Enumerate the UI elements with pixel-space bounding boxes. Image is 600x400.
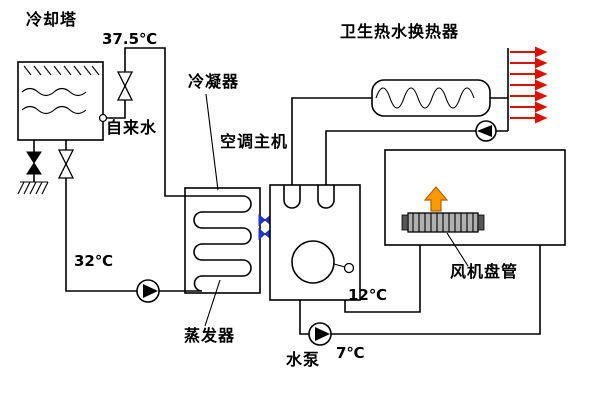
label-temp-7: 7℃ xyxy=(336,344,365,362)
compressor-icon xyxy=(291,240,335,284)
hot-water-outlet-arrows-icon xyxy=(510,46,548,124)
hx-coil xyxy=(375,87,475,109)
hot-water-heat-exchanger xyxy=(291,46,548,185)
label-cooling-tower: 冷却塔 xyxy=(26,10,78,29)
condenser-pointer-line xyxy=(205,93,219,191)
return-valve-icon xyxy=(116,71,134,101)
supply-valve-icon xyxy=(57,149,75,179)
drain-assembly xyxy=(17,140,49,195)
label-fan-coil: 风机盘管 xyxy=(450,262,519,281)
ac-top-connection-right xyxy=(317,185,335,209)
cooling-water-pump-icon xyxy=(136,279,160,303)
chilled-water-pump-icon xyxy=(308,322,332,346)
label-condenser: 冷凝器 xyxy=(188,72,240,91)
hx-return-pipe xyxy=(325,130,508,185)
fan-coil-zone xyxy=(384,149,566,267)
airflow-up-arrow-icon xyxy=(423,186,449,212)
label-evaporator: 蒸发器 xyxy=(184,326,236,345)
ac-main-unit xyxy=(269,184,361,301)
spray-nozzles-icon xyxy=(23,65,100,76)
label-ac-main-unit: 空调主机 xyxy=(220,132,289,151)
serpentine-coil xyxy=(185,195,252,292)
ac-top-connection-left xyxy=(283,185,301,209)
chilled-return-pipe xyxy=(344,245,421,313)
cooling-tower xyxy=(17,61,108,141)
chilled-supply-pipe xyxy=(299,245,541,335)
evaporator-pointer-line xyxy=(204,279,221,327)
condenser-evaporator-unit xyxy=(184,187,261,294)
drain-valve-icon xyxy=(26,151,42,175)
label-temp-37-5: 37.5℃ xyxy=(102,30,158,48)
label-water-pump: 水泵 xyxy=(286,350,321,369)
compressor-motor-icon xyxy=(343,262,355,274)
hx-supply-pipe xyxy=(291,97,372,185)
fan-coil-unit-icon xyxy=(401,212,485,233)
chilled-water-loop xyxy=(299,245,541,346)
label-tap-water: 自来水 xyxy=(106,118,158,137)
fan-coil-pointer-line xyxy=(446,232,469,267)
label-temp-32: 32℃ xyxy=(74,252,114,270)
label-temp-12: 12℃ xyxy=(348,286,388,304)
label-hot-water-hx: 卫生热水换热器 xyxy=(340,22,460,41)
compressor-link xyxy=(333,263,346,268)
cooling-supply-pipe xyxy=(57,140,185,303)
water-surface-icon xyxy=(21,87,87,115)
hot-water-pump-icon xyxy=(475,120,497,142)
cooling-return-pipe xyxy=(106,47,185,197)
ground-symbol xyxy=(17,181,49,195)
